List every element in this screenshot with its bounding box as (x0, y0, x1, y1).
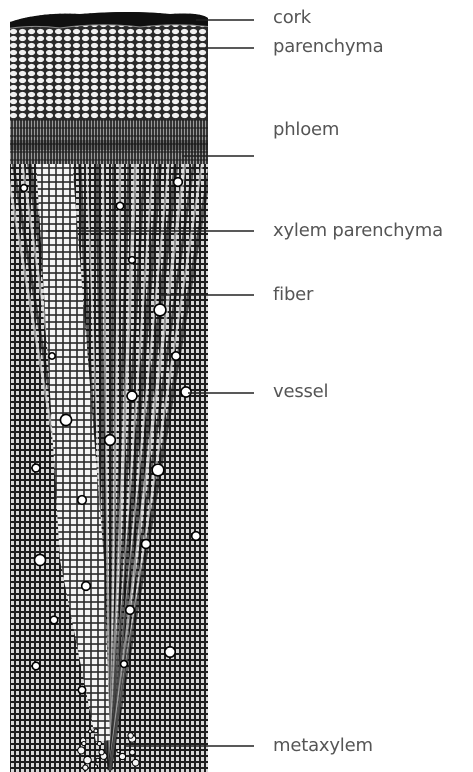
vessel-cell (116, 202, 123, 209)
vessel-cell (129, 257, 136, 264)
vessel-cell (78, 496, 87, 505)
vessel-cell (82, 582, 91, 591)
vessel-cell (60, 414, 71, 425)
vessel-cell (142, 540, 151, 549)
vessel-cell (174, 178, 183, 187)
metaxylem-cell (97, 742, 101, 746)
metaxylem-cell (128, 733, 133, 738)
vessel-cell (154, 304, 166, 316)
metaxylem-cell (117, 750, 120, 753)
vessel-cell (32, 464, 40, 472)
metaxylem-cell (96, 758, 100, 762)
vessel-cell (34, 554, 45, 565)
metaxylem-cell (88, 730, 91, 733)
label-parenchyma: parenchyma (273, 37, 383, 57)
metaxylem-cell (132, 759, 139, 766)
label-vessel: vessel (273, 382, 328, 402)
vessel-cell (32, 662, 40, 670)
metaxylem-cell (78, 747, 85, 754)
parenchyma-layer (0, 24, 220, 120)
vessel-cell (181, 387, 191, 397)
metaxylem-cell (99, 750, 104, 755)
label-cork: cork (273, 8, 311, 28)
vessel-cell (49, 353, 55, 359)
vessel-cell (172, 352, 180, 360)
metaxylem-cell (82, 741, 86, 745)
vessel-cell (152, 464, 164, 476)
metaxylem-cell (119, 753, 125, 759)
metaxylem-cell (94, 729, 98, 733)
metaxylem-cell (83, 765, 88, 770)
label-phloem: phloem (273, 120, 339, 140)
metaxylem-cell (130, 750, 135, 755)
vessel-cell (165, 647, 175, 657)
vessel-cell (127, 391, 137, 401)
vessel-cell (50, 616, 58, 624)
metaxylem-cell (84, 756, 91, 763)
vessel-cell (192, 532, 201, 541)
label-metaxylem: metaxylem (273, 736, 373, 756)
vessel-cell (78, 686, 85, 693)
vessel-cell (21, 185, 28, 192)
label-fiber: fiber (273, 285, 313, 305)
vessel-cell (121, 661, 128, 668)
vessel-cell (105, 435, 116, 446)
metaxylem-cell (94, 765, 97, 768)
vessel-cell (126, 606, 135, 615)
label-xylem-parenchyma: xylem parenchyma (273, 221, 443, 241)
